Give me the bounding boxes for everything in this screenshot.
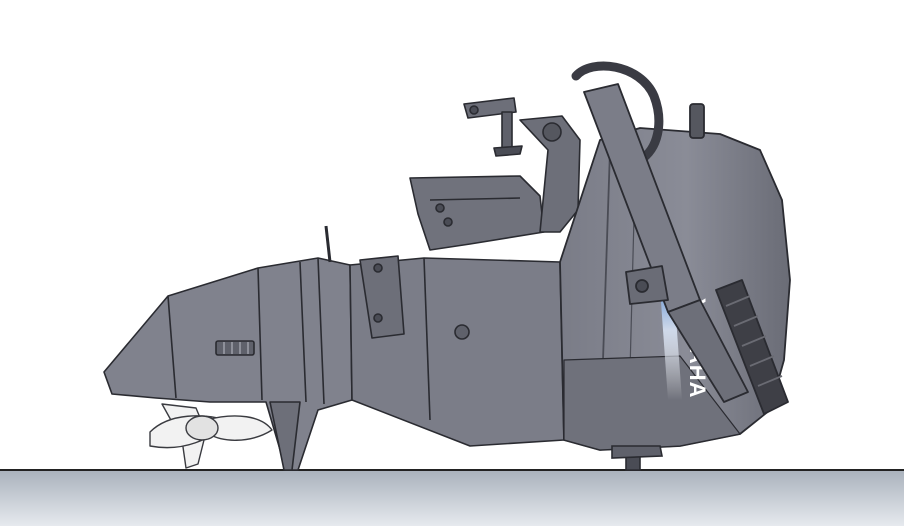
tiller-handle-icon	[571, 61, 789, 415]
transom-leg	[611, 445, 663, 471]
clamp-bracket	[324, 97, 581, 263]
ground	[0, 469, 904, 526]
lower-unit	[103, 257, 353, 471]
midsection	[349, 255, 565, 447]
propeller-icon	[149, 403, 273, 469]
